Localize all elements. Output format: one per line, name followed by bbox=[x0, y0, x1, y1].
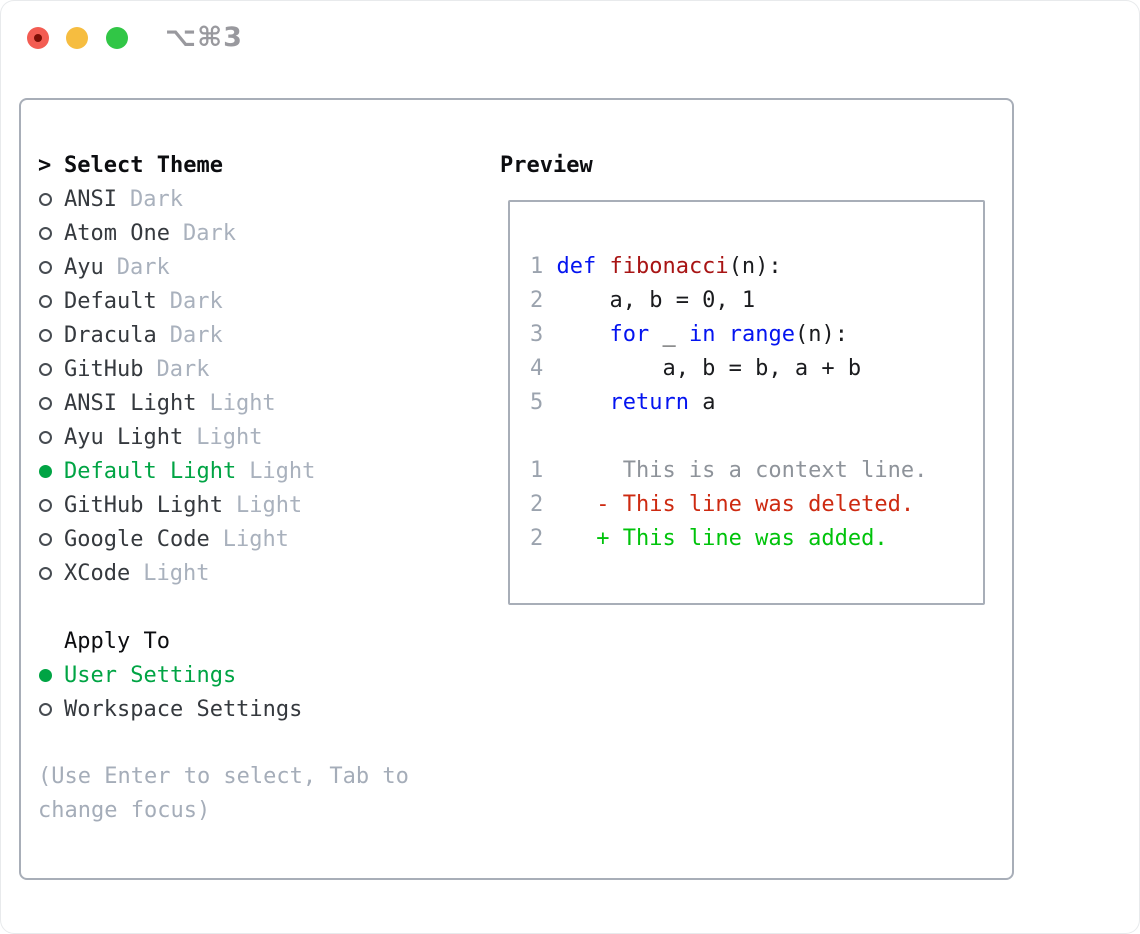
theme-option-default-dark[interactable]: Default Dark bbox=[38, 284, 409, 318]
radio-icon bbox=[38, 498, 64, 512]
radio-icon bbox=[38, 430, 64, 444]
radio-selected-icon bbox=[38, 668, 64, 682]
apply-to-heading: Apply To bbox=[38, 624, 409, 658]
minimize-button[interactable] bbox=[66, 27, 88, 49]
diff-deleted-line: 2 - This line was deleted. bbox=[530, 492, 915, 517]
apply-option-workspace-settings[interactable]: Workspace Settings bbox=[38, 692, 409, 726]
spacer bbox=[38, 590, 409, 624]
theme-option-ansi-light[interactable]: ANSI Light Light bbox=[38, 386, 409, 420]
theme-option-ayu-light[interactable]: Ayu Light Light bbox=[38, 420, 409, 454]
radio-icon bbox=[38, 566, 64, 580]
theme-option-default-light[interactable]: Default Light Light bbox=[38, 454, 409, 488]
window-title-shortcut: ⌥⌘3 bbox=[165, 22, 243, 53]
radio-icon bbox=[38, 328, 64, 342]
code-line-4: 4 a, b = b, a + b bbox=[530, 356, 862, 381]
help-text-line-1: (Use Enter to select, Tab to bbox=[38, 764, 409, 789]
preview-heading: Preview bbox=[500, 152, 593, 178]
theme-option-dracula-dark[interactable]: Dracula Dark bbox=[38, 318, 409, 352]
radio-icon bbox=[38, 226, 64, 240]
theme-list-heading: > Select Theme bbox=[38, 148, 409, 182]
spacer bbox=[38, 726, 409, 760]
theme-option-atom-one-dark[interactable]: Atom One Dark bbox=[38, 216, 409, 250]
theme-option-ayu-dark[interactable]: Ayu Dark bbox=[38, 250, 409, 284]
radio-icon bbox=[38, 260, 64, 274]
code-line-2: 2 a, b = 0, 1 bbox=[530, 288, 756, 313]
radio-icon bbox=[38, 396, 64, 410]
code-line-5: 5 return a bbox=[530, 390, 716, 415]
edited-dot-icon bbox=[34, 34, 42, 42]
diff-context-line: 1 This is a context line. bbox=[530, 458, 928, 483]
theme-option-google-code-light[interactable]: Google Code Light bbox=[38, 522, 409, 556]
theme-option-github-dark[interactable]: GitHub Dark bbox=[38, 352, 409, 386]
code-line-3: 3 for _ in range(n): bbox=[530, 322, 848, 347]
theme-list: > Select Theme ANSI Dark Atom One Dark A… bbox=[38, 148, 409, 828]
radio-icon bbox=[38, 532, 64, 546]
radio-icon bbox=[38, 192, 64, 206]
theme-list-heading-label: Select Theme bbox=[64, 152, 223, 178]
radio-icon bbox=[38, 294, 64, 308]
radio-selected-icon bbox=[38, 464, 64, 478]
theme-option-ansi-dark[interactable]: ANSI Dark bbox=[38, 182, 409, 216]
theme-option-xcode-light[interactable]: XCode Light bbox=[38, 556, 409, 590]
radio-icon bbox=[38, 362, 64, 376]
radio-icon bbox=[38, 702, 64, 716]
close-button[interactable] bbox=[27, 27, 49, 49]
main-panel: > Select Theme ANSI Dark Atom One Dark A… bbox=[19, 98, 1014, 880]
apply-option-user-settings[interactable]: User Settings bbox=[38, 658, 409, 692]
apply-to-heading-label: Apply To bbox=[64, 628, 170, 654]
theme-option-github-light[interactable]: GitHub Light Light bbox=[38, 488, 409, 522]
diff-added-line: 2 + This line was added. bbox=[530, 526, 888, 551]
focus-caret-icon: > bbox=[38, 152, 52, 178]
help-text-line-2: change focus) bbox=[38, 798, 211, 823]
titlebar: ⌥⌘3 bbox=[0, 0, 1140, 76]
blank-line bbox=[530, 420, 983, 454]
zoom-button[interactable] bbox=[106, 27, 128, 49]
